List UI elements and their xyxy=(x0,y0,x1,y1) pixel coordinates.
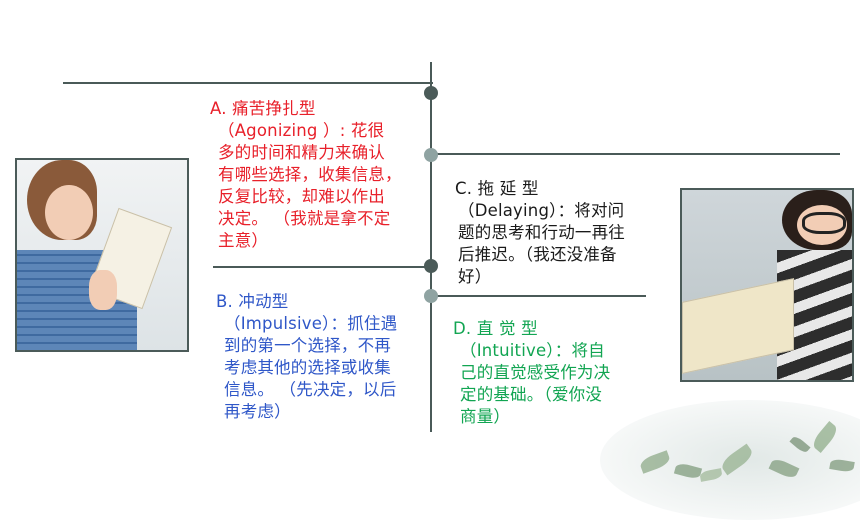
hand-shape xyxy=(89,270,117,310)
item-c-label: C. 拖 延 型 xyxy=(455,179,539,198)
item-c-body: （Delaying）：将对问 题的思考和行动一再往 后推迟。（我还没准备 好） xyxy=(458,201,625,286)
timeline-dot-b xyxy=(424,259,438,273)
timeline-dot-d xyxy=(424,289,438,303)
book-reader-photo-right xyxy=(680,188,854,382)
timeline-top-line xyxy=(63,82,433,84)
item-a-body: （Agonizing ）: 花很 多的时间和精力来确认 有哪些选择，收集信息， … xyxy=(218,121,402,250)
item-b-label: B. 冲动型 xyxy=(216,292,289,311)
face-shape xyxy=(45,185,93,240)
timeline-spine xyxy=(430,62,432,432)
timeline-b-line xyxy=(213,266,433,268)
timeline-dot-c xyxy=(424,148,438,162)
timeline-c-line xyxy=(430,153,840,155)
glasses-shape xyxy=(802,212,846,234)
item-a-label: A. 痛苦挣扎型 xyxy=(210,99,316,118)
item-d-body: （Intuitive）：将自 己的直觉感受作为决 定的基础。（爱你没 商量） xyxy=(460,341,611,426)
book-reader-photo-left xyxy=(15,158,189,352)
item-d-label: D. 直 觉 型 xyxy=(453,319,538,338)
item-b-body: （Impulsive）：抓住遇 到的第一个选择，不再 考虑其他的选择或收集 信息… xyxy=(224,314,398,421)
timeline-dot-a xyxy=(424,86,438,100)
timeline-d-line xyxy=(430,295,646,297)
